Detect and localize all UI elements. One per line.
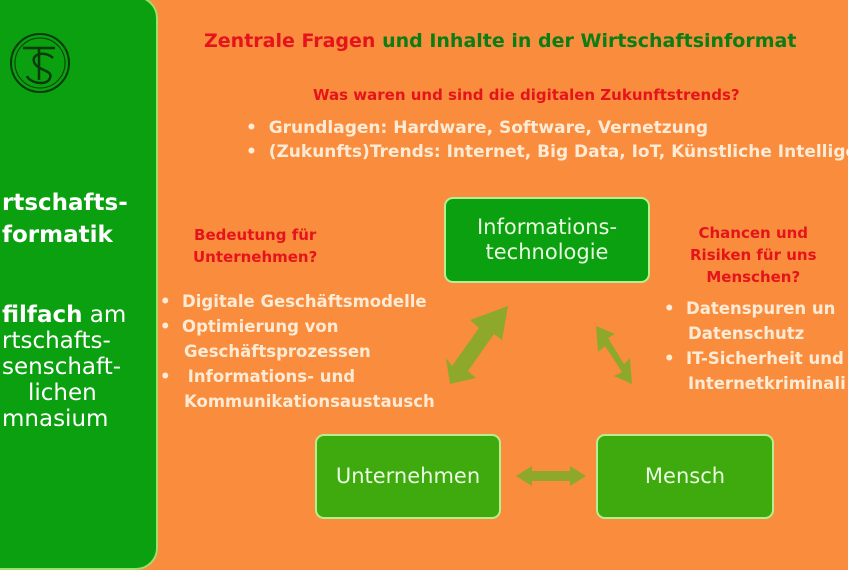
double-arrow-icon bbox=[516, 466, 586, 486]
sidebar-body-3: senschaft- bbox=[2, 354, 122, 380]
top-bullet: • Grundlagen: Hardware, Software, Vernet… bbox=[246, 118, 709, 138]
left-bullets: • Digitale Geschäftsmodelle • Optimierun… bbox=[160, 289, 435, 414]
sidebar-panel: rtschafts- formatik filfach am rtschafts… bbox=[0, 0, 158, 570]
right-bullet: • Datenspuren un bbox=[664, 299, 836, 318]
sidebar-body-4: lichen bbox=[28, 380, 97, 406]
right-bullet: • IT-Sicherheit und bbox=[664, 349, 844, 368]
left-bullet: • Informations- und bbox=[160, 367, 355, 386]
sidebar-body-bold: filfach bbox=[2, 302, 83, 328]
right-bullet-cont: Internetkriminali bbox=[688, 374, 846, 393]
left-bullet-cont: Kommunikationsaustausch bbox=[184, 392, 435, 411]
double-arrow-icon bbox=[446, 306, 508, 384]
double-arrow-icon bbox=[596, 326, 632, 384]
left-bullet: • Digitale Geschäftsmodelle bbox=[160, 292, 427, 311]
top-bullet: • (Zukunfts)Trends: Internet, Big Data, … bbox=[246, 140, 848, 165]
node-company: Unternehmen bbox=[315, 434, 501, 519]
sidebar-heading-2: formatik bbox=[2, 222, 113, 248]
node-human: Mensch bbox=[596, 434, 774, 519]
node-information-technology: Informations-technologie bbox=[444, 197, 650, 283]
school-logo-icon bbox=[10, 33, 70, 93]
sidebar-body-5: mnasium bbox=[2, 406, 109, 432]
top-bullet-text: Grundlagen: Hardware, Software, Vernetzu… bbox=[268, 118, 709, 138]
title-highlight: Zentrale Fragen bbox=[204, 30, 376, 52]
right-bullet-cont: Datenschutz bbox=[688, 324, 805, 343]
sidebar-body-2: rtschafts- bbox=[2, 328, 111, 354]
top-bullet-text: (Zukunfts)Trends: Internet, Big Data, Io… bbox=[268, 142, 848, 162]
subtitle: Was waren und sind die digitalen Zukunft… bbox=[313, 86, 740, 104]
slide-title: Zentrale Fragen und Inhalte in der Wirts… bbox=[204, 30, 796, 52]
sidebar-body-rest: am bbox=[82, 302, 127, 328]
sidebar-body-1: filfach am bbox=[2, 302, 126, 328]
left-bullet-cont: Geschäftsprozessen bbox=[184, 342, 371, 361]
sidebar-heading-1: rtschafts- bbox=[2, 190, 128, 216]
left-bullet: • Optimierung von bbox=[160, 317, 339, 336]
title-rest: und Inhalte in der Wirtschaftsinformat bbox=[375, 30, 797, 52]
right-bullets: • Datenspuren un Datenschutz • IT-Sicher… bbox=[664, 296, 846, 396]
